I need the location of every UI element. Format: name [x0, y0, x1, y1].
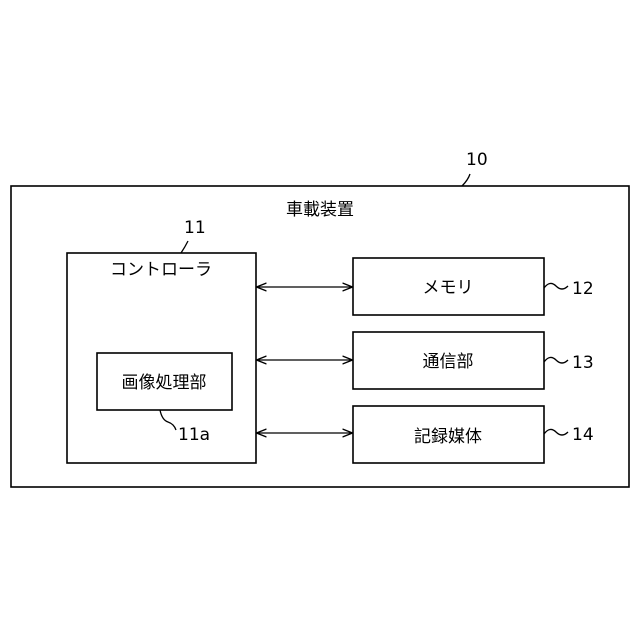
storage-medium-ref-number: 14 — [572, 425, 594, 445]
controller-block: コントローラ 11 — [67, 218, 256, 463]
storage-medium-label: 記録媒体 — [414, 427, 482, 447]
communication-label: 通信部 — [423, 352, 474, 372]
communication-ref-number: 13 — [572, 353, 594, 373]
controller-ref-number: 11 — [184, 218, 206, 238]
image-processor-ref-number: 11a — [178, 425, 210, 445]
memory-label: メモリ — [423, 278, 474, 298]
device-label: 車載装置 — [286, 200, 354, 220]
device-ref-leader — [462, 174, 470, 186]
memory-ref-number: 12 — [572, 279, 594, 299]
controller-label: コントローラ — [110, 260, 212, 280]
image-processor-label: 画像処理部 — [122, 373, 207, 393]
device-ref-number: 10 — [466, 150, 488, 170]
